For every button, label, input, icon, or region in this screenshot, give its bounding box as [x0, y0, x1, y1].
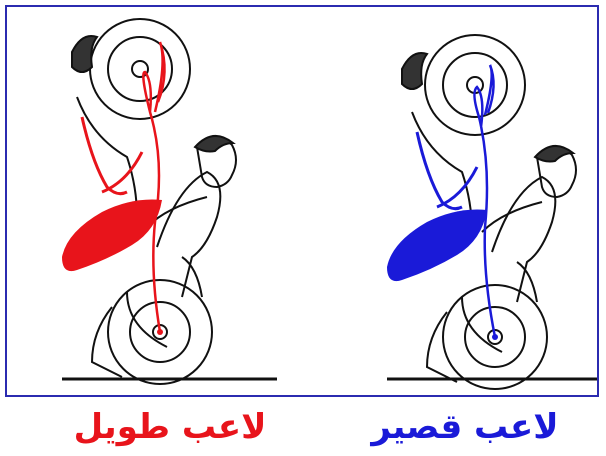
short-lifter-caption: لاعب قصير [345, 405, 585, 449]
tall-lifter-silhouette [62, 117, 162, 271]
tall-lifter-caption: لاعب طويل [40, 405, 300, 449]
tall-lifter-bar-start-dot [157, 329, 163, 335]
short-lifter-figure [387, 35, 597, 389]
weightlifting-bar-path-diagram [7, 7, 601, 399]
short-lifter-bar-start-dot [492, 334, 498, 340]
short-lifter-silhouette [387, 132, 487, 281]
tall-lifter-figure [62, 19, 277, 384]
figure-frame [5, 5, 599, 397]
